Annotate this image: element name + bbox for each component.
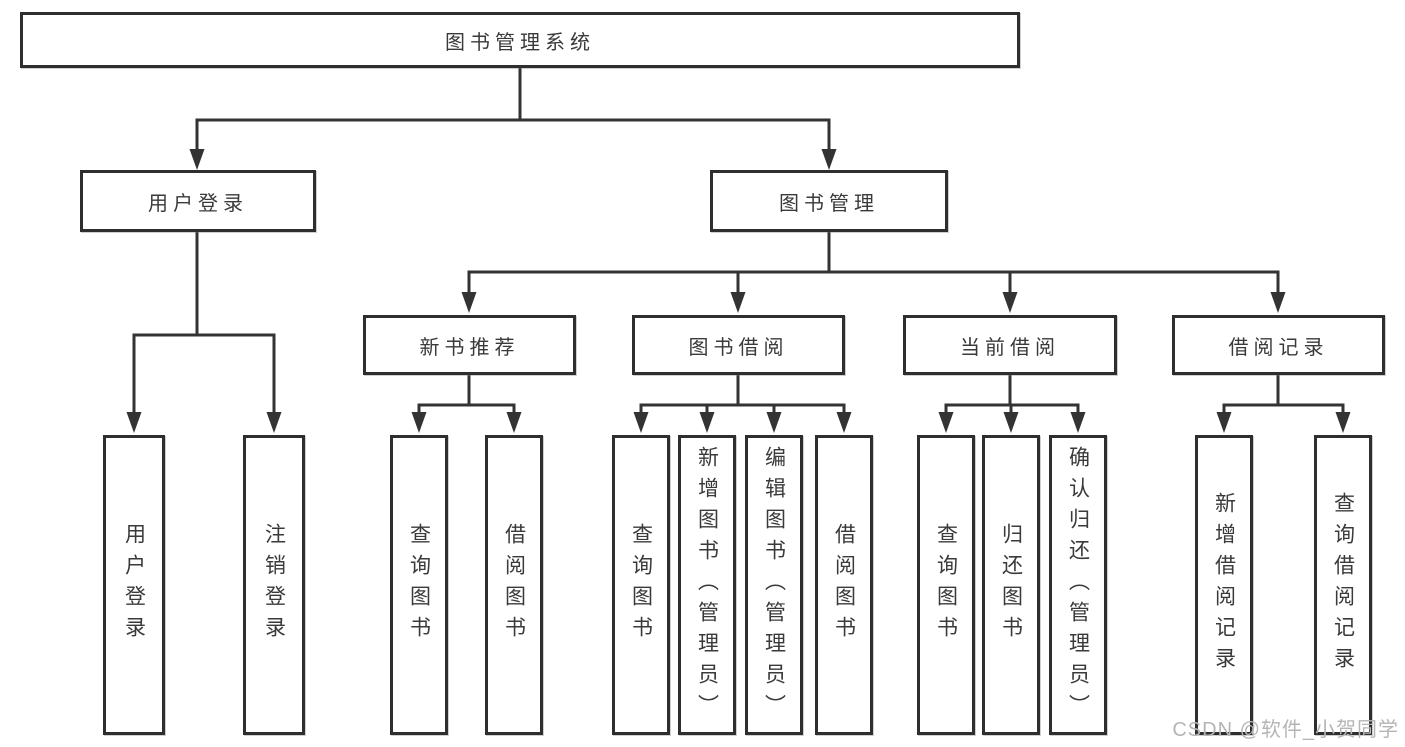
node-new-book-recommend-label: 新书推荐	[419, 336, 520, 359]
leaf-confirm-return-admin: 确认归还（管理员）	[1049, 435, 1107, 735]
leaf-query-books-borrow: 查询图书	[612, 435, 670, 735]
leaf-edit-books-admin: 编辑图书（管理员）	[745, 435, 803, 735]
node-current-borrow-label: 当前借阅	[960, 336, 1060, 359]
node-current-borrow: 当前借阅	[903, 315, 1117, 375]
node-book-borrow: 图书借阅	[632, 315, 845, 375]
node-book-borrow-label: 图书借阅	[688, 336, 789, 359]
node-root-label: 图书管理系统	[445, 31, 595, 54]
leaf-borrow-books-recommend: 借阅图书	[485, 435, 543, 735]
node-borrow-records: 借阅记录	[1172, 315, 1385, 375]
arrowheads	[126, 149, 1351, 433]
leaf-query-books-current: 查询图书	[917, 435, 975, 735]
leaf-query-books-recommend: 查询图书	[390, 435, 448, 735]
leaf-user-login: 用户登录	[103, 435, 165, 735]
leaf-borrow-books: 借阅图书	[815, 435, 873, 735]
leaf-add-borrow-record: 新增借阅记录	[1195, 435, 1253, 735]
node-book-management-label: 图书管理	[779, 192, 879, 215]
node-user-login-label: 用户登录	[148, 192, 248, 215]
leaf-logout: 注销登录	[243, 435, 305, 735]
leaf-return-books: 归还图书	[982, 435, 1040, 735]
node-new-book-recommend: 新书推荐	[363, 315, 576, 375]
leaf-add-books-admin: 新增图书（管理员）	[678, 435, 736, 735]
node-root: 图书管理系统	[20, 12, 1020, 68]
node-user-login: 用户登录	[80, 170, 316, 232]
node-book-management: 图书管理	[710, 170, 948, 232]
node-borrow-records-label: 借阅记录	[1228, 336, 1329, 359]
leaf-query-borrow-record: 查询借阅记录	[1314, 435, 1372, 735]
